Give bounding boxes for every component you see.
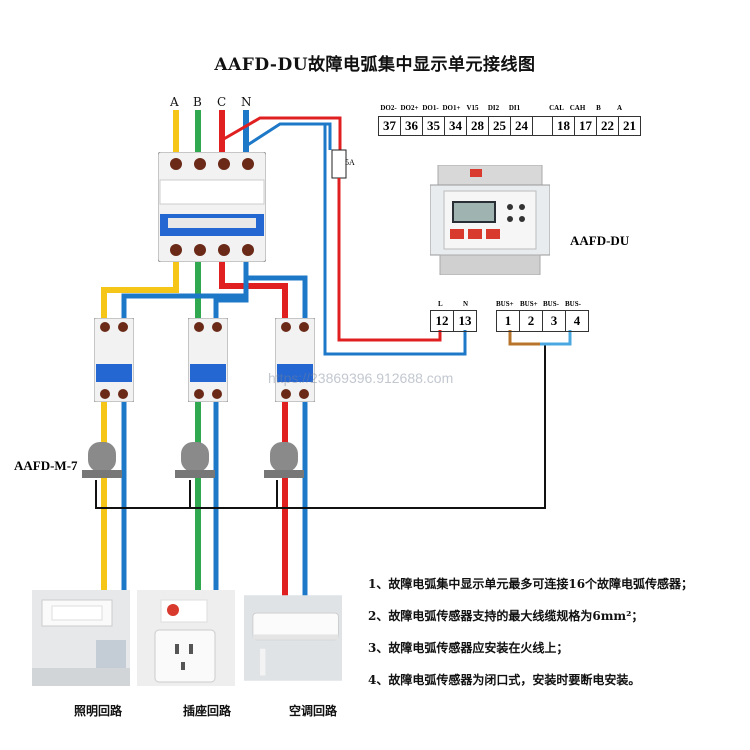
circuit-label-lighting: 照明回路	[74, 704, 123, 718]
device-terminal-labels: DO2- DO2+ DO1- DO1+ V15 DI2 DI1 CAL CAH …	[380, 104, 623, 112]
note-4: 4、故障电弧传感器为闭口式，安装时要断电安装。	[368, 673, 641, 687]
l-tap-wire	[221, 116, 342, 150]
n-tap-wire	[245, 122, 332, 150]
bus-plus-wire	[508, 330, 560, 346]
l-terminal-label: L	[438, 300, 443, 308]
note-3: 3、故障电弧传感器应安装在火线上；	[368, 641, 569, 655]
aafd-du-device	[430, 165, 550, 275]
phase-c-label: C	[217, 95, 227, 109]
bus-label-2: BUS+	[520, 300, 538, 308]
circuit-label-ac: 空调回路	[289, 704, 338, 718]
neutral-label: N	[241, 95, 252, 109]
sensor-label: AAFD-M-7	[14, 458, 78, 473]
arc-sensor-lighting	[82, 442, 122, 478]
notes-list: 1、故障电弧集中显示单元最多可连接16个故障电弧传感器； 2、故障电弧传感器支持…	[368, 575, 748, 703]
watermark: https://23869396.912688.com	[268, 370, 454, 386]
phase-c-feed	[219, 262, 288, 318]
page-title: AAFD-DU故障电弧集中显示单元接线图	[214, 55, 536, 75]
arc-sensor-socket	[175, 442, 215, 478]
power-terminal-block: 12 13	[430, 310, 477, 332]
lighting-breaker	[94, 318, 134, 402]
device-terminal-strip: 37 36 35 34 28 25 24 18 17 22 21	[378, 116, 641, 136]
lighting-photo	[32, 590, 130, 686]
bus-terminal-block: 1 2 3 4	[496, 310, 589, 332]
phase-a-label: A	[170, 95, 179, 109]
neutral-feed-b	[213, 270, 249, 318]
bus-label-1: BUS+	[496, 300, 514, 308]
n-supply-wire	[323, 124, 467, 356]
ac-photo	[244, 595, 342, 681]
neutral-feed-c	[243, 262, 308, 318]
note-1: 1、故障电弧集中显示单元最多可连接16个故障电弧传感器；	[368, 577, 694, 591]
fuse-label: 5A	[345, 158, 355, 167]
socket-photo	[137, 590, 235, 686]
socket-breaker	[188, 318, 228, 402]
n-terminal-label: N	[463, 300, 469, 308]
circuit-label-socket: 插座回路	[183, 704, 232, 718]
sensor-signal-wire	[95, 345, 546, 509]
device-name: AAFD-DU	[570, 233, 630, 248]
phase-a-feed	[101, 262, 179, 318]
bus-minus-wire	[540, 330, 572, 346]
arc-sensor-ac	[264, 442, 304, 478]
ac-breaker	[275, 318, 315, 402]
l-supply-wire	[337, 178, 442, 342]
note-2: 2、故障电弧传感器支持的最大线缆规格为6mm²；	[368, 609, 644, 623]
fuse-body	[331, 149, 347, 179]
neutral-feed-a	[121, 293, 246, 318]
bus-label-3: BUS-	[543, 300, 559, 308]
main-breaker	[158, 152, 266, 262]
phase-b-label: B	[193, 95, 202, 109]
bus-label-4: BUS-	[565, 300, 581, 308]
